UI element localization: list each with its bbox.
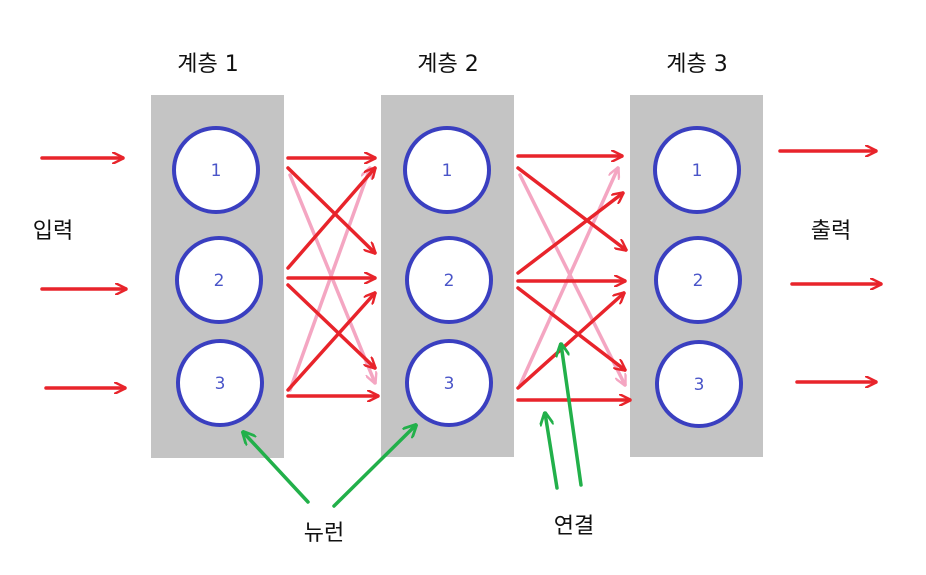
pointer-arrow: [545, 413, 559, 490]
pointer-arrow: [561, 344, 583, 487]
neuron-circle: [405, 236, 493, 324]
input-label: 입력: [32, 219, 74, 244]
neuron-number: 1: [692, 161, 703, 181]
layer-2-title: 계층 2: [417, 52, 479, 77]
neuron-circle: [405, 339, 493, 427]
neuron-number: 3: [694, 375, 705, 395]
neuron-circle: [653, 126, 741, 214]
connection-arrow: [286, 168, 375, 270]
neuron-number: 3: [444, 374, 455, 394]
neuron-label: 뉴런: [303, 521, 345, 546]
connection-arrow: [516, 193, 623, 275]
output-label: 출력: [810, 219, 852, 244]
connection-arrow: [286, 283, 375, 368]
neuron-number: 1: [211, 161, 222, 181]
layer-3-title: 계층 3: [666, 52, 728, 77]
connection-arrow: [518, 168, 618, 387]
neuron-number: 2: [214, 271, 225, 291]
connection-label: 연결: [553, 514, 595, 539]
connection-arrow: [286, 166, 375, 253]
connection-arrow: [286, 293, 375, 392]
neuron-circle: [176, 339, 264, 427]
layer-1-title: 계층 1: [177, 52, 239, 77]
neuron-circle: [172, 126, 260, 214]
neuron-circle: [403, 126, 491, 214]
neuron-number: 2: [693, 271, 704, 291]
neuron-circle: [654, 236, 742, 324]
connection-arrow: [516, 293, 624, 390]
connection-arrow: [516, 286, 625, 370]
neuron-number: 2: [444, 271, 455, 291]
neuron-circle: [655, 340, 743, 428]
neuron-number: 1: [442, 161, 453, 181]
neuron-circle: [175, 236, 263, 324]
pointer-arrow: [243, 432, 310, 504]
neuron-number: 3: [215, 374, 226, 394]
connection-arrow: [516, 166, 626, 250]
pointer-arrow: [332, 425, 416, 508]
